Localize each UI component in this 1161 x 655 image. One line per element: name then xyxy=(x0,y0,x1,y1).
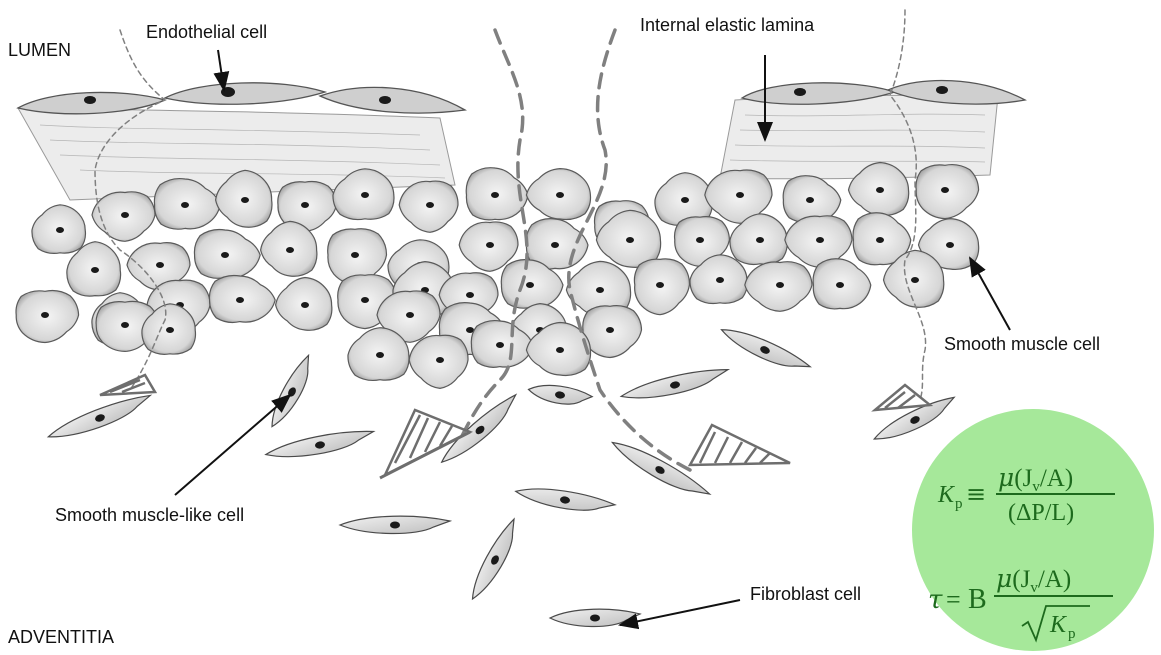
spindle-cell xyxy=(45,391,154,445)
cell-nucleus xyxy=(56,227,64,233)
smooth-muscle-like-cell-label: Smooth muscle-like cell xyxy=(55,505,244,526)
tau-den-k: K xyxy=(1049,612,1068,638)
spindle-cell xyxy=(264,353,319,431)
cell-nucleus xyxy=(301,302,309,308)
internal-elastic-lamina-label: Internal elastic lamina xyxy=(640,15,814,36)
smooth-muscle-cell-label: Smooth muscle cell xyxy=(944,334,1100,355)
cell-nucleus xyxy=(181,202,189,208)
cell-nucleus xyxy=(941,187,949,193)
tau-mu: μ xyxy=(996,564,1012,593)
cell-nucleus xyxy=(221,252,229,258)
cell-nucleus xyxy=(376,352,384,358)
cell-nucleus xyxy=(351,252,359,258)
cell-nucleus xyxy=(756,237,764,243)
cell-nucleus xyxy=(596,287,604,293)
cell-nucleus xyxy=(526,282,534,288)
kp-num-rest: (J xyxy=(1014,465,1032,492)
cell-nucleus xyxy=(156,262,164,268)
tau-coef: B xyxy=(968,584,987,615)
spindle-cell xyxy=(514,483,615,517)
kp-num-end: /A) xyxy=(1040,465,1073,492)
cell-nucleus xyxy=(816,237,824,243)
cell-nucleus xyxy=(776,282,784,288)
cell-nucleus xyxy=(551,242,559,248)
equation-circle xyxy=(912,409,1154,651)
cell-nucleus xyxy=(361,297,369,303)
adventitia-label: ADVENTITIA xyxy=(8,627,114,648)
cell-nucleus xyxy=(121,322,129,328)
spindle-cell xyxy=(527,381,593,409)
cell-nucleus xyxy=(876,237,884,243)
cell-nucleus xyxy=(556,192,564,198)
cell-nucleus xyxy=(496,342,504,348)
tau-num-end: /A) xyxy=(1038,566,1071,593)
cell-nucleus xyxy=(681,197,689,203)
cell-nucleus xyxy=(486,242,494,248)
cell-nucleus xyxy=(736,192,744,198)
kp-lhs: K xyxy=(937,482,956,508)
spindle-cell xyxy=(340,516,450,533)
smooth-muscle-layer xyxy=(16,163,979,389)
cell-nucleus xyxy=(836,282,844,288)
cell-nucleus xyxy=(41,312,49,318)
smooth-muscle-arrow xyxy=(970,258,1010,330)
smooth-muscle-like-arrow xyxy=(175,395,290,495)
cell-nucleus xyxy=(121,212,129,218)
cell-nucleus xyxy=(301,202,309,208)
cell-nucleus xyxy=(806,197,814,203)
tau-den-sub: p xyxy=(1068,626,1076,642)
tau-eq: = xyxy=(946,585,961,614)
endothelial-cell-label: Endothelial cell xyxy=(146,22,267,43)
tau-num-rest: (J xyxy=(1012,566,1030,593)
cell-nucleus xyxy=(626,237,634,243)
cell-nucleus xyxy=(436,357,444,363)
kp-equiv: ≡ xyxy=(966,480,986,508)
spindle-cell xyxy=(264,427,375,463)
cell-nucleus xyxy=(241,197,249,203)
kp-lhs-sub: p xyxy=(955,496,963,512)
lumen-label: LUMEN xyxy=(8,40,71,61)
cell-nucleus xyxy=(716,277,724,283)
cell-nucleus xyxy=(426,202,434,208)
cell-nucleus xyxy=(466,292,474,298)
cell-nucleus xyxy=(556,347,564,353)
cell-nucleus xyxy=(166,327,174,333)
spindle-cell xyxy=(465,517,525,604)
tau-lhs: τ xyxy=(928,585,943,615)
spindle-cell xyxy=(608,435,712,505)
cell-nucleus xyxy=(911,277,919,283)
cell-nucleus xyxy=(361,192,369,198)
cell-nucleus xyxy=(606,327,614,333)
spindle-cell xyxy=(619,365,730,405)
fibroblast-arrow xyxy=(620,600,740,625)
cell-nucleus xyxy=(286,247,294,253)
cell-nucleus xyxy=(91,267,99,273)
flow-triangles xyxy=(100,375,930,478)
kp-denominator: (ΔP/L) xyxy=(1008,500,1074,526)
cell-nucleus xyxy=(946,242,954,248)
fibroblast-cell-label: Fibroblast cell xyxy=(750,584,861,605)
cell-nucleus xyxy=(696,237,704,243)
cell-nucleus xyxy=(236,297,244,303)
cell-nucleus xyxy=(491,192,499,198)
spindle-cell xyxy=(718,322,812,378)
kp-mu: μ xyxy=(998,463,1014,492)
cell-nucleus xyxy=(406,312,414,318)
cell-nucleus xyxy=(876,187,884,193)
cell-nucleus xyxy=(656,282,664,288)
equation-panel: K p ≡ μ(Jv/A) (ΔP/L) τ = B μ(Jv/A) K p xyxy=(912,409,1154,651)
